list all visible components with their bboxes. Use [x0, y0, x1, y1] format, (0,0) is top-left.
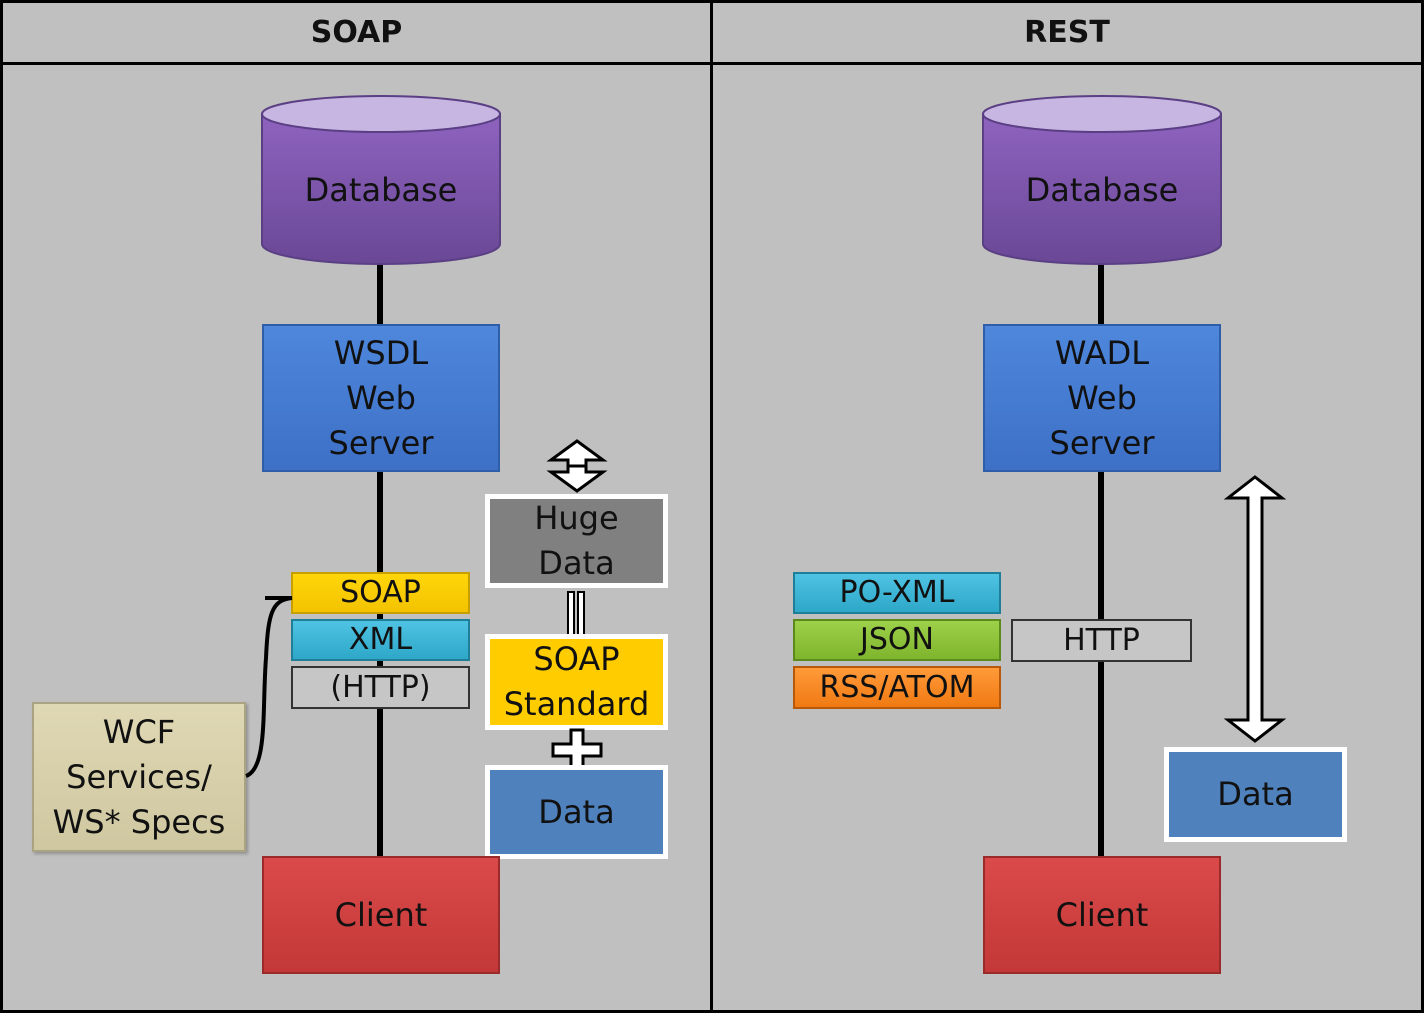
- rest-database-icon: [982, 95, 1222, 265]
- soap-server-client-line: [377, 470, 383, 860]
- soap-standard-box: SOAP Standard: [485, 634, 668, 730]
- rest-client-box: Client: [983, 856, 1221, 974]
- rest-server-client-line: [1098, 470, 1104, 860]
- huge-data-box: Huge Data: [485, 494, 668, 588]
- rest-http-tag: HTTP: [1011, 619, 1192, 662]
- equal-bar-icon: [567, 591, 585, 639]
- soap-header: SOAP: [3, 3, 710, 65]
- soap-layer-tag: SOAP: [291, 572, 470, 614]
- http-layer-tag: (HTTP): [291, 666, 470, 709]
- xml-layer-tag: XML: [291, 619, 470, 661]
- poxml-format-tag: PO-XML: [793, 572, 1001, 614]
- wcf-connector-curve: [245, 596, 293, 778]
- bidirectional-small-arrow-icon: [546, 439, 608, 493]
- vertical-double-arrow-icon: [1224, 475, 1286, 743]
- rest-wadl-server: WADL Web Server: [983, 324, 1221, 472]
- rest-database-label: Database: [1025, 170, 1179, 209]
- soap-database-icon: [261, 95, 501, 265]
- soap-client-box: Client: [262, 856, 500, 974]
- wcf-services-box: WCF Services/ WS* Specs: [32, 702, 246, 852]
- soap-wsdl-server: WSDL Web Server: [262, 324, 500, 472]
- rest-db-server-line: [1098, 262, 1104, 328]
- soap-data-box: Data: [485, 765, 668, 859]
- rest-header: REST: [713, 3, 1421, 65]
- soap-db-server-line: [377, 262, 383, 328]
- json-format-tag: JSON: [793, 619, 1001, 661]
- rest-data-box: Data: [1164, 747, 1347, 842]
- soap-database-label: Database: [304, 170, 458, 209]
- rss-atom-format-tag: RSS/ATOM: [793, 666, 1001, 709]
